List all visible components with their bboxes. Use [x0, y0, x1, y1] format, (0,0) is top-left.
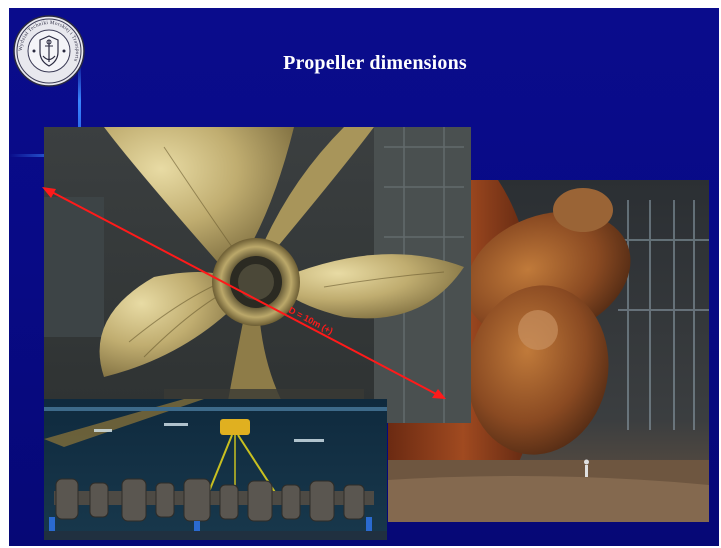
- accent-vertical-line: [78, 60, 81, 128]
- accent-horizontal-line: [9, 154, 73, 157]
- institute-seal-icon: Wydział Techniki Morskiej i Transportu: [12, 14, 86, 88]
- propeller-large-photo: [44, 127, 471, 423]
- crankshaft-lifting-photo: [44, 399, 387, 540]
- crankshaft-icon: [44, 399, 387, 540]
- ship-propeller-icon: [44, 127, 471, 423]
- slide-title: Propeller dimensions: [283, 52, 467, 74]
